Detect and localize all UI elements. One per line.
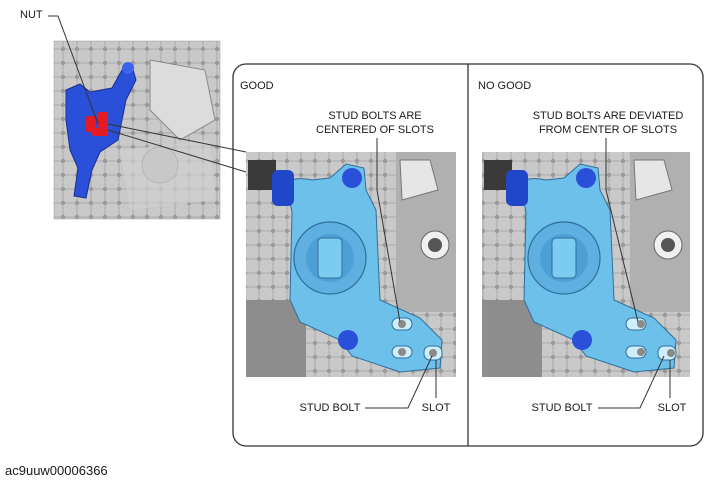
no-good-stud-bolt-label: STUD BOLT bbox=[531, 402, 593, 414]
good-stud-leader bbox=[365, 355, 433, 409]
zoom-line-top bbox=[107, 123, 247, 153]
no-good-slot-label: SLOT bbox=[657, 402, 687, 414]
overview-image bbox=[53, 40, 221, 220]
good-heading: GOOD bbox=[240, 80, 274, 92]
figure-id: ac9uuw00006366 bbox=[5, 463, 108, 478]
good-stud-bolt-label: STUD BOLT bbox=[299, 402, 361, 414]
nut-leader bbox=[48, 15, 99, 125]
no-good-note-line2: FROM CENTER OF SLOTS bbox=[538, 124, 678, 136]
no-good-note-line1: STUD BOLTS ARE DEVIATED bbox=[532, 110, 684, 122]
no-good-panel-image bbox=[482, 152, 690, 377]
good-slot-label: SLOT bbox=[421, 402, 451, 414]
nut-label: NUT bbox=[20, 9, 43, 21]
no-good-slot-bolts bbox=[625, 317, 677, 361]
no-good-stud-leader bbox=[598, 355, 665, 409]
good-note-line1: STUD BOLTS ARE bbox=[328, 110, 422, 122]
good-note-line2: CENTERED OF SLOTS bbox=[316, 124, 434, 136]
no-good-heading: NO GOOD bbox=[478, 80, 532, 92]
good-panel-image bbox=[246, 152, 456, 377]
nut-highlight bbox=[86, 112, 108, 136]
zoom-line-bottom bbox=[107, 129, 247, 173]
good-slot-bolts bbox=[391, 317, 443, 361]
good-note-leader bbox=[376, 138, 401, 323]
no-good-note-leader bbox=[605, 138, 639, 323]
